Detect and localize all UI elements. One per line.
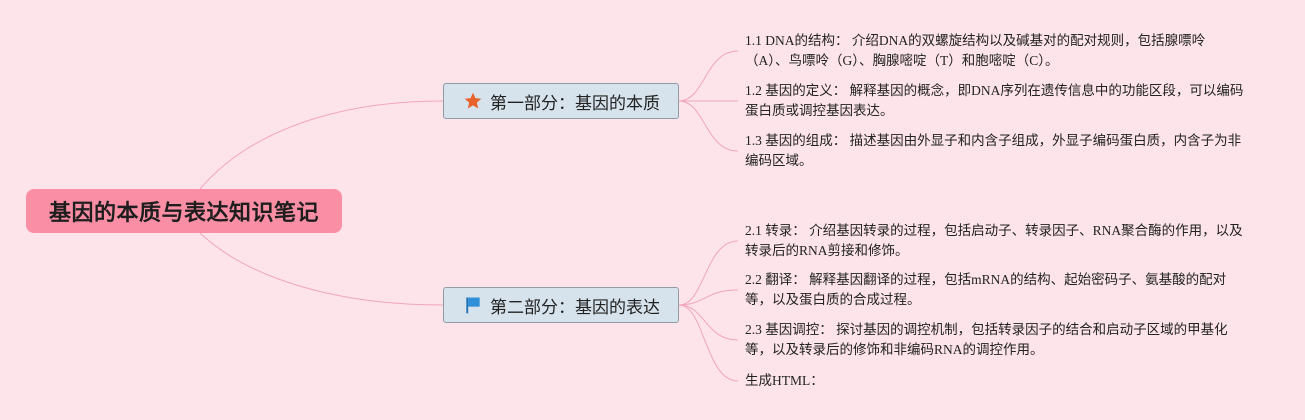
- leaf-gene-definition[interactable]: 1.2 基因的定义： 解释基因的概念，即DNA序列在遗传信息中的功能区段，可以编…: [745, 83, 1244, 118]
- leaf-gene-regulation[interactable]: 2.3 基因调控： 探讨基因的调控机制，包括转录因子的结合和启动子区域的甲基化等…: [745, 322, 1228, 357]
- leaf-dna-structure[interactable]: 1.1 DNA的结构： 介绍DNA的双螺旋结构以及碱基对的配对规则，包括腺嘌呤（…: [745, 33, 1206, 68]
- root-title: 基因的本质与表达知识笔记: [48, 200, 319, 225]
- branch-part-one[interactable]: 第一部分：基因的本质: [443, 83, 679, 119]
- branch-part-two[interactable]: 第二部分：基因的表达: [443, 287, 679, 323]
- root-topic[interactable]: 基因的本质与表达知识笔记: [26, 189, 342, 233]
- leaf-gene-composition[interactable]: 1.3 基因的组成： 描述基因由外显子和内含子组成，外显子编码蛋白质，内含子为非…: [745, 133, 1242, 168]
- leaf-transcription[interactable]: 2.1 转录： 介绍基因转录的过程，包括启动子、转录因子、RNA聚合酶的作用，以…: [745, 223, 1243, 258]
- star-icon: [462, 90, 484, 112]
- flag-icon: [462, 294, 484, 316]
- branch-title: 第二部分：基因的表达: [490, 297, 660, 317]
- branch-title: 第一部分：基因的本质: [490, 93, 660, 113]
- leaf-translation[interactable]: 2.2 翻译： 解释基因翻译的过程，包括mRNA的结构、起始密码子、氨基酸的配对…: [745, 272, 1227, 307]
- leaf-generate-html[interactable]: 生成HTML：: [745, 373, 824, 388]
